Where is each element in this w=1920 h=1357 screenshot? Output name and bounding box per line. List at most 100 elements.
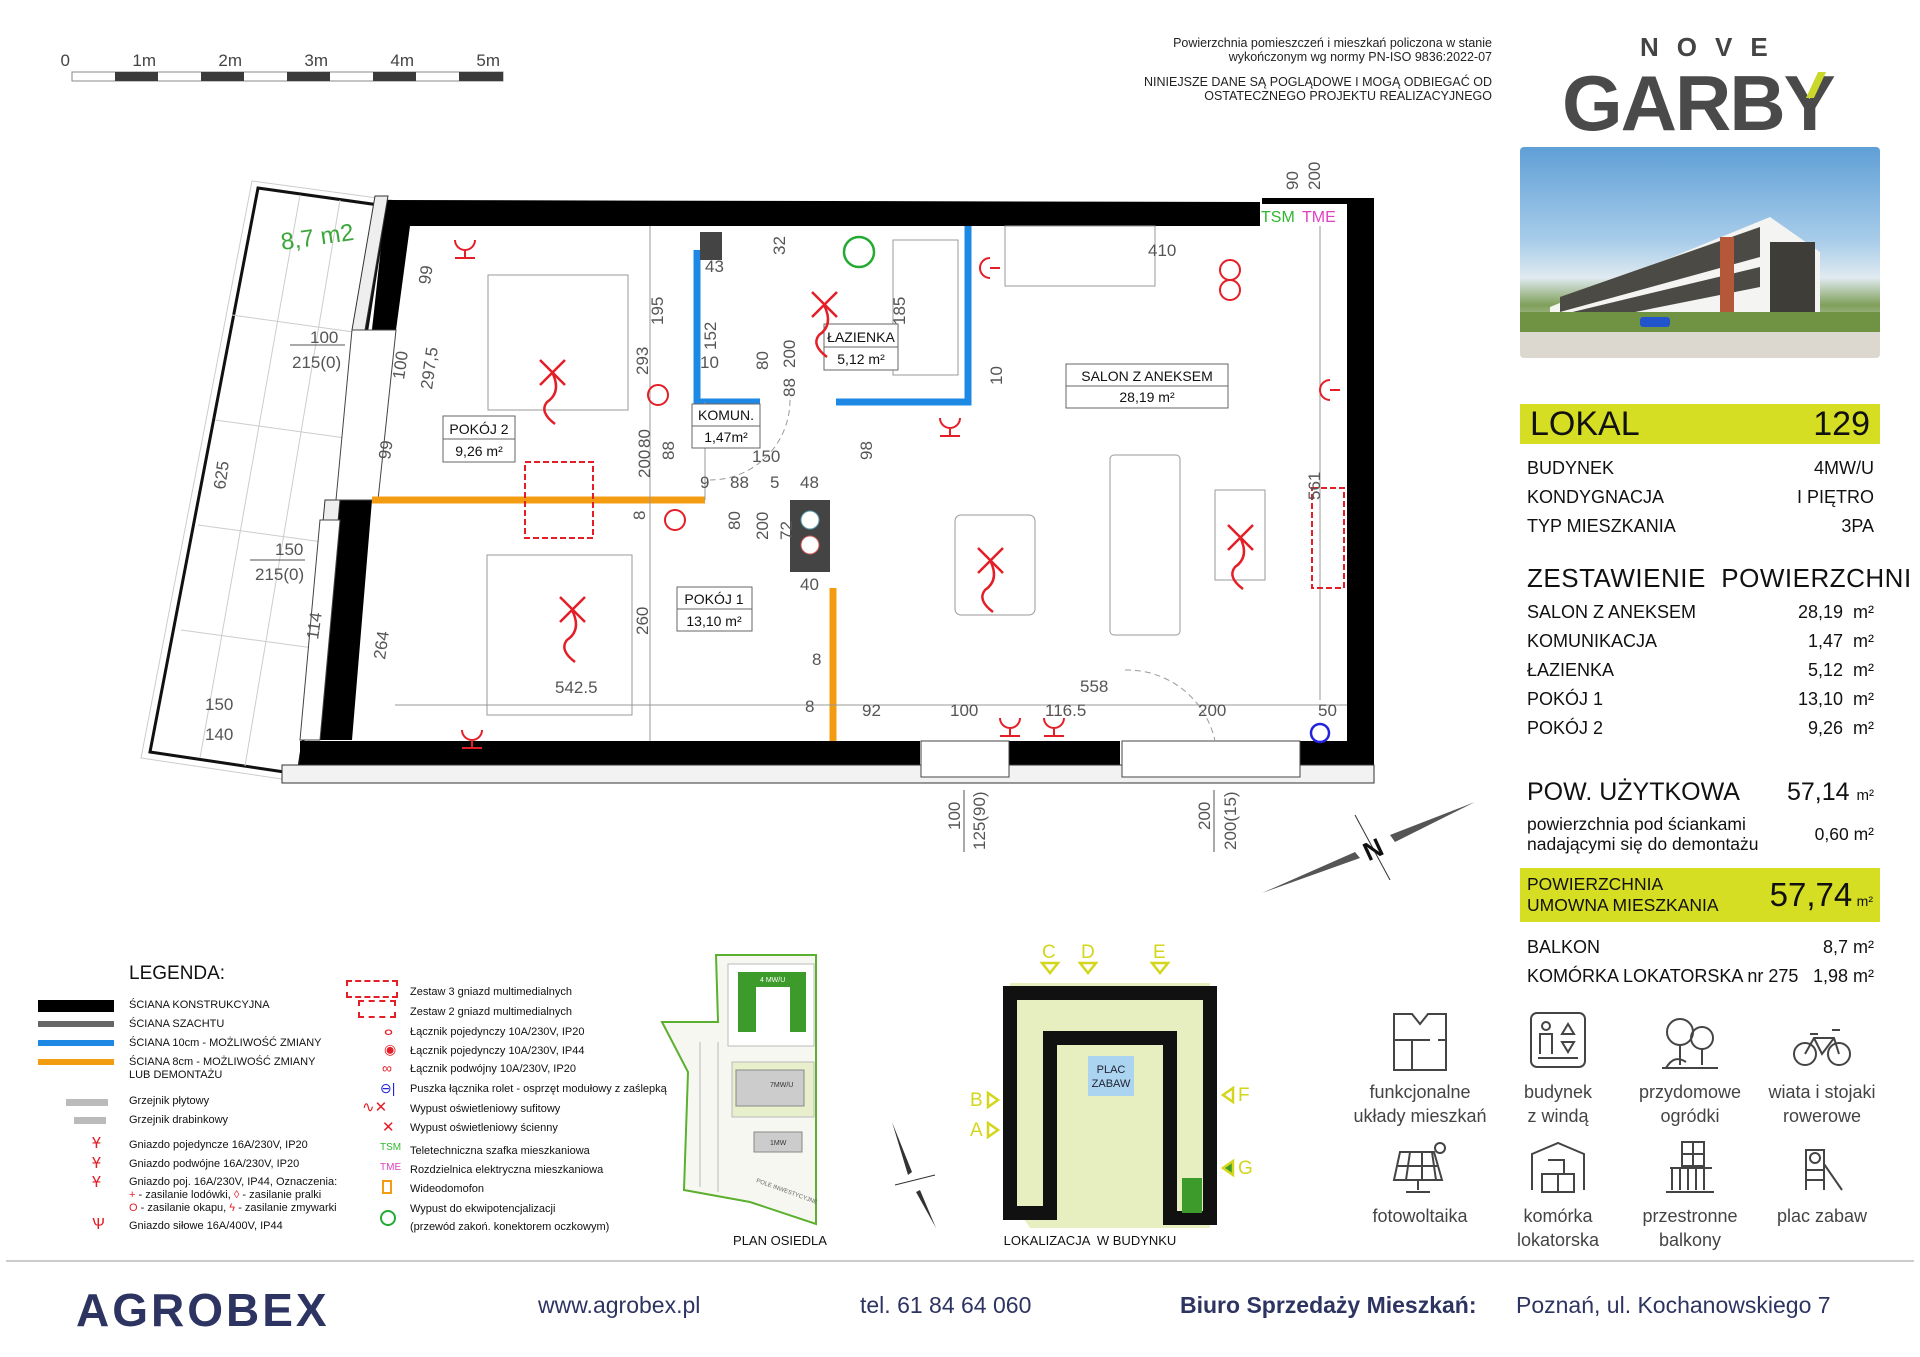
dimension-label: 114 <box>303 611 326 640</box>
dimension-label: 40 <box>800 575 819 594</box>
amenity-label: przydomowe <box>1638 1082 1742 1102</box>
legend-label: Łącznik pojedynczy 10A/230V, IP44 <box>410 1045 585 1057</box>
dimension-label: 32 <box>770 236 789 255</box>
room-area: 1,47m² <box>704 429 748 445</box>
footer-divider <box>6 1260 1914 1262</box>
legend-shaft-wall-swatch <box>38 1021 114 1027</box>
dimension-label: 215(0) <box>255 565 304 584</box>
area-label: POKÓJ 2 <box>1527 718 1604 738</box>
entrance-label: G <box>1238 1158 1253 1179</box>
disclaimer-line: OSTATECZNEGO PROJEKTU REALIZACYJNEGO <box>1204 89 1492 103</box>
unit-title: LOKAL <box>1530 404 1640 443</box>
usable-area-label: POW. UŻYTKOWA <box>1527 778 1740 806</box>
site-building-label: 1MW <box>770 1140 787 1147</box>
contract-area-label: UMOWNA MIESZKANIA <box>1527 895 1719 915</box>
dimension-label: 125(90) <box>970 791 989 850</box>
amenity-photovoltaics: fotowoltaika <box>1345 1140 1495 1228</box>
info-label: KONDYGNACJA <box>1527 487 1665 507</box>
ceiling-light-icons <box>539 291 1254 663</box>
legend-label: - zasilanie pralki <box>242 1189 322 1201</box>
legend-ip44-socket-icon: Ұ <box>92 1174 101 1191</box>
area-value: 13,10 <box>1797 689 1843 709</box>
solar-panel-icon <box>1392 1142 1446 1193</box>
area-row: KOMUNIKACJA 1,47 m² <box>1527 631 1874 652</box>
room-name: KOMUN. <box>698 407 754 423</box>
legend-tme-icon: TME <box>380 1162 402 1173</box>
legend-panel-radiator-icon <box>66 1099 108 1106</box>
room-label-lazienka: ŁAZIENKA 5,12 m² <box>823 323 899 371</box>
tsm-label: TSM <box>1261 209 1295 226</box>
dimension-label: 542.5 <box>555 678 598 697</box>
dimension-label: 150 <box>205 695 233 714</box>
storage-boxes-icon <box>1531 1141 1585 1193</box>
room-area: 5,12 m² <box>837 351 885 367</box>
tme-label: TME <box>1302 209 1336 226</box>
demount-value: 0,60 m² <box>1814 824 1874 844</box>
extra-label: KOMÓRKA LOKATORSKA nr 275 <box>1527 966 1799 986</box>
windows <box>299 329 1301 778</box>
dimension-label: 200(15) <box>1221 791 1240 850</box>
amenity-label: ogródki <box>1660 1106 1720 1126</box>
dimension-label: 293 <box>633 347 652 375</box>
amenity-label: przestronne <box>1642 1206 1738 1226</box>
disclaimer-line: NINIEJSZE DANE SĄ POGLĄDOWE I MOGĄ ODBIE… <box>1144 75 1492 89</box>
info-label: BUDYNEK <box>1527 458 1615 478</box>
area-label: KOMUNIKACJA <box>1527 631 1658 651</box>
legend-label: Wypust do ekwipotencjalizacji <box>410 1203 556 1215</box>
legend-ceiling-light-icon: ∿✕ <box>362 1099 388 1116</box>
legend-label: ŚCIANA SZACHTU <box>129 1018 225 1030</box>
legend-label: Łącznik podwójny 10A/230V, IP20 <box>410 1063 576 1075</box>
legend-double-switch-icon: ∞ <box>382 1060 392 1076</box>
dimension-label: 80 <box>753 351 772 370</box>
agrobex-logo: AGROBEX <box>76 1284 330 1336</box>
area-unit: m² <box>1853 631 1874 651</box>
dimension-label: 100 <box>310 328 338 347</box>
legend-label: Grzejnik drabinkowy <box>129 1114 229 1126</box>
website-link[interactable]: www.agrobex.pl <box>538 1292 701 1318</box>
amenity-label: układy mieszkań <box>1353 1106 1487 1126</box>
dimension-label: 8 <box>812 650 821 669</box>
legend-switch-ip20-icon: ⴰ <box>384 1022 394 1038</box>
entrance-label: E <box>1153 942 1166 963</box>
building-render-icon <box>1520 217 1880 358</box>
legend-label: Rozdzielnica elektryczna mieszkaniowa <box>410 1164 604 1176</box>
legend-8cm-wall-swatch <box>38 1059 114 1065</box>
area-value: 1,47 <box>1807 631 1843 651</box>
info-label: TYP MIESZKANIA <box>1527 516 1676 536</box>
dishwasher-mark-icon: ϟ <box>229 1202 239 1214</box>
phone-link[interactable]: tel. 61 84 64 060 <box>860 1292 1032 1318</box>
legend-label: ŚCIANA 8cm - MOŻLIWOŚĆ ZMIANY <box>129 1056 316 1068</box>
area-label: ŁAZIENKA <box>1527 660 1615 680</box>
dimension-label: 80 <box>635 429 654 448</box>
room-name: ŁAZIENKA <box>827 329 895 345</box>
dimension-label: 8 <box>805 697 814 716</box>
site-plan-label: PLAN OSIEDLA <box>733 1233 827 1248</box>
scale-label-1m: 1m <box>132 51 156 70</box>
legend-label: Gniazdo siłowe 16A/400V, IP44 <box>129 1220 283 1232</box>
entrance-arrow-icons <box>986 961 1235 1178</box>
legend-label: - zasilanie zmywarki <box>238 1202 337 1214</box>
dimension-label: 10 <box>700 353 719 372</box>
dimension-label: 260 <box>633 607 652 635</box>
legend-label: LUB DEMONTAŻU <box>129 1069 223 1081</box>
balcony-icon <box>1666 1141 1714 1193</box>
area-value: 28,19 <box>1797 602 1843 622</box>
legend-power-socket-icon: Ѱ <box>92 1216 105 1233</box>
dimension-label: 99 <box>415 264 436 285</box>
unit-header: LOKAL 129 <box>1520 404 1880 444</box>
north-arrow-icon: N <box>1262 802 1475 893</box>
dimension-label: 5 <box>770 473 779 492</box>
playground-label: PLAC <box>1097 1064 1126 1076</box>
area-unit: m² <box>1853 660 1874 680</box>
legend-label: Zestaw 3 gniazd multimedialnych <box>410 986 573 998</box>
room-label-komunikacja: KOMUN. 1,47m² <box>691 403 761 449</box>
dimension-label: 195 <box>648 297 667 325</box>
floor-plan-icon <box>1393 1013 1447 1071</box>
amenity-label: lokatorska <box>1516 1230 1600 1250</box>
legend-label: Łącznik pojedynczy 10A/230V, IP20 <box>410 1026 585 1038</box>
